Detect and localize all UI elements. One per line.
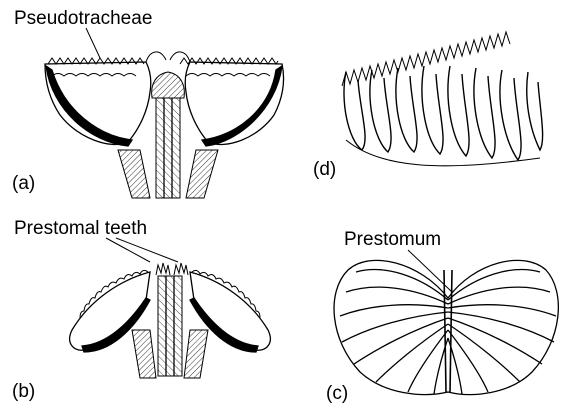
panel-c-drawing (334, 250, 558, 395)
panel-d-drawing (342, 32, 543, 166)
panel-a-drawing (45, 28, 284, 198)
panel-b-drawing (70, 238, 271, 378)
